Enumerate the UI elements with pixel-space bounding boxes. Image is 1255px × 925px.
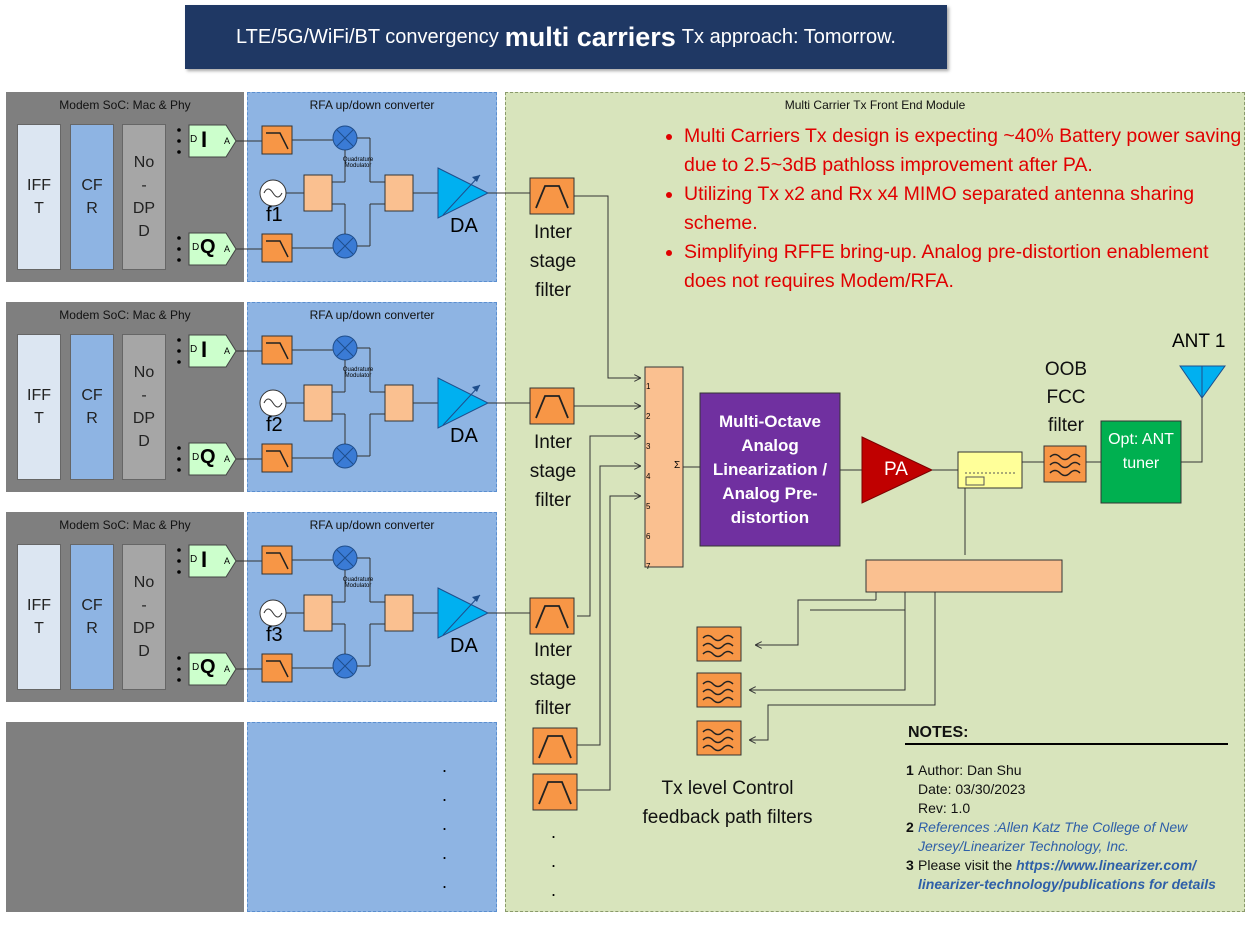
feedback-filter-2 [696, 672, 742, 708]
lo-label-3: f3 [266, 624, 283, 646]
modem-header-3: Modem SoC: Mac & Phy [59, 518, 191, 532]
feedback-switch [865, 559, 1063, 593]
cfr-block-1: CF R [70, 124, 114, 270]
chain-1 [177, 124, 575, 266]
modem-header-1: Modem SoC: Mac & Phy [59, 98, 191, 112]
coupler [957, 451, 1023, 489]
notes-body: 1 Author: Dan Shu Date: 03/30/2023 Rev: … [906, 761, 1236, 894]
dac-i-label-3: I [201, 547, 208, 572]
ifft-block-2: IFF T [17, 334, 61, 480]
lo-label-1: f1 [266, 204, 283, 226]
title-banner: LTE/5G/WiFi/BT convergency multi carrier… [185, 5, 947, 69]
dac-a-q2: A [224, 454, 231, 464]
title-prefix: LTE/5G/WiFi/BT convergency [236, 25, 499, 48]
lo-label-2: f2 [266, 414, 283, 436]
combiner-sum: Σ [674, 460, 681, 471]
dac-q-label-3: Q [200, 656, 216, 678]
feedback-filter-3 [696, 720, 742, 756]
bpf-extra-1 [532, 727, 578, 765]
filter-ellipsis: ... [551, 822, 557, 900]
ifft-block-3: IFF T [17, 544, 61, 690]
chain-3 [177, 544, 575, 686]
rfa-panel-4 [247, 722, 497, 912]
title-emphasis: multi carriers [504, 21, 676, 52]
linearizer-block [699, 392, 841, 547]
modem-panel-4 [6, 722, 244, 912]
da-label-3: DA [450, 635, 478, 657]
dac-i-label-1: I [201, 127, 208, 152]
dac-i-1 [188, 124, 237, 158]
notes-reference: References :Allen Katz The College of Ne… [918, 819, 1188, 854]
title-suffix: Tx approach: Tomorrow. [681, 25, 896, 48]
rfa-header-3: RFA up/down converter [309, 518, 435, 532]
ant-label: ANT 1 [1172, 331, 1226, 352]
dac-i-label-2: I [201, 337, 208, 362]
nodpd-block-2: No - DP D [122, 334, 166, 480]
dac-a-q3: A [224, 664, 231, 674]
tuner-block [1100, 420, 1182, 504]
rfa-header-1: RFA up/down converter [309, 98, 435, 112]
feedback-filter-1 [696, 626, 742, 662]
pa-triangle [861, 436, 934, 504]
dac-a-1: A [224, 136, 231, 146]
pa-label: PA [884, 459, 908, 480]
chain-2 [177, 334, 575, 476]
inter-stage-label-2: Inter stage filter [529, 432, 577, 511]
rfa-header-2: RFA up/down converter [309, 308, 435, 322]
bpf-extra-2 [532, 773, 578, 811]
nodpd-block-3: No - DP D [122, 544, 166, 690]
dac-d-q3: D [192, 662, 200, 673]
bullet-list: Multi Carriers Tx design is expecting ~4… [648, 122, 1244, 296]
cfr-block-3: CF R [70, 544, 114, 690]
dac-d-q2: D [192, 452, 200, 463]
dac-q-1 [188, 232, 237, 266]
dac-q-label-1: Q [200, 236, 216, 258]
cfr-block-2: CF R [70, 334, 114, 480]
dac-d-1: D [190, 134, 198, 145]
quadrature-label-3: Quadrature Modulator [342, 577, 374, 589]
inter-stage-label-1: Inter stage filter [529, 222, 577, 301]
tuner-label: Opt: ANT tuner [1108, 431, 1174, 472]
bullet-1: Multi Carriers Tx design is expecting ~4… [684, 122, 1244, 180]
modem-header-2: Modem SoC: Mac & Phy [59, 308, 191, 322]
notes-link[interactable]: https://www.linearizer.com/ linearizer-t… [918, 857, 1216, 892]
bullet-3: Simplifying RFFE bring-up. Analog pre-di… [684, 238, 1244, 296]
oob-label: OOB FCC filter [1044, 359, 1088, 436]
linearization-label: Multi-Octave Analog Linearization / Anal… [712, 412, 828, 527]
dac-a-2: A [224, 346, 231, 356]
nodpd-block-1: No - DP D [122, 124, 166, 270]
da-label-1: DA [450, 215, 478, 237]
dac-d-3: D [190, 554, 198, 565]
dac-a-3: A [224, 556, 231, 566]
dac-q-label-2: Q [200, 446, 216, 468]
fem-header: Multi Carrier Tx Front End Module [784, 98, 966, 112]
quadrature-label-1: Quadrature Modulator [342, 157, 374, 169]
dac-a-q1: A [224, 244, 231, 254]
channel-ellipsis: ..... [442, 756, 448, 892]
notes-heading: NOTES: [908, 724, 969, 741]
feedback-label: Tx level Control feedback path filters [642, 778, 813, 828]
dac-d-q1: D [192, 242, 200, 253]
inter-stage-label-3: Inter stage filter [529, 640, 577, 719]
bullet-2: Utilizing Tx x2 and Rx x4 MIMO separated… [684, 180, 1244, 238]
ifft-block-1: IFF T [17, 124, 61, 270]
da-label-2: DA [450, 425, 478, 447]
quadrature-label-2: Quadrature Modulator [342, 367, 374, 379]
dac-d-2: D [190, 344, 198, 355]
